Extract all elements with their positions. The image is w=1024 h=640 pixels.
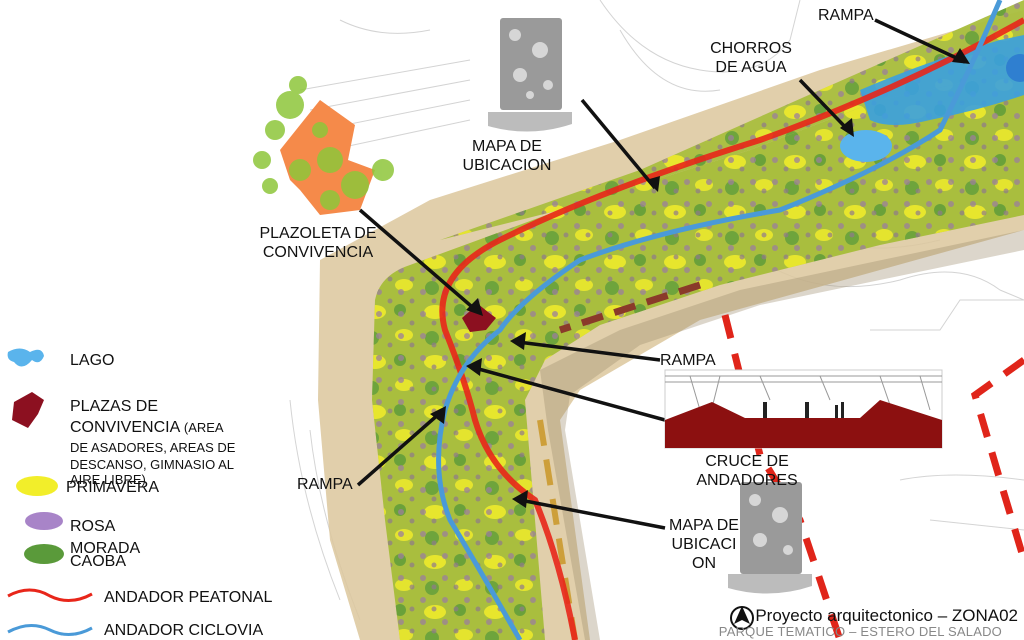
legend-lago: LAGO <box>70 352 115 369</box>
rampa-label-mid: RAMPA <box>660 352 716 369</box>
legend-plazas-area: (AREA <box>180 420 224 435</box>
rampa-label-top: RAMPA <box>818 7 874 24</box>
chorros-line-2: DE AGUA <box>715 59 787 76</box>
legend-andador-ciclovia: ANDADOR CICLOVIA <box>104 622 264 639</box>
plazoleta-label: PLAZOLETA DE CONVIVENCIA <box>250 224 386 262</box>
bike-path <box>436 0 1003 640</box>
north-arrow-icon <box>730 606 754 630</box>
primavera-swatch <box>16 476 58 496</box>
peatonal-swatch <box>7 588 93 602</box>
legend-plazas-line4: DESCANSO, GIMNASIO AL <box>70 457 234 472</box>
legend-plazas-title: PLAZAS DE <box>70 398 159 415</box>
section-diagram <box>664 369 943 449</box>
legend-andador-peatonal: ANDADOR PEATONAL <box>104 589 273 606</box>
sculpture-icon <box>488 18 572 132</box>
mapa-bottom-line-1: MAPA DE <box>669 517 739 534</box>
pedestrian-path <box>439 17 1024 640</box>
cruce-label: CRUCE DE ANDADORES <box>688 452 806 490</box>
mapa-bottom-line-3: ON <box>692 555 716 572</box>
plazoleta-line-1: PLAZOLETA DE <box>259 225 377 242</box>
chorros-line-1: CHORROS <box>710 40 792 57</box>
sculpture-icon <box>728 482 812 594</box>
legend-morada: MORADA <box>70 540 141 557</box>
legend-plazas-convivencia: CONVIVENCIA <box>70 419 181 436</box>
legend-plazas-line5: AIRE LIBRE) <box>70 472 146 487</box>
legend-rosa: ROSA <box>70 518 116 535</box>
mapa-bottom-line-2: UBICACI <box>671 536 737 553</box>
ciclovia-swatch <box>7 624 93 636</box>
caoba-swatch <box>24 544 64 564</box>
water-jets <box>840 130 892 162</box>
lago-swatch <box>7 348 45 367</box>
mapa-top-line-2: UBICACION <box>462 157 552 174</box>
cruce-line-1: CRUCE DE <box>705 453 789 470</box>
legend-primavera: PRIMAVERA <box>66 479 160 496</box>
rosa-swatch <box>25 512 63 530</box>
plazoleta-graphic <box>253 76 394 215</box>
plazoleta-line-2: CONVIVENCIA <box>262 244 374 261</box>
lake <box>860 35 1024 125</box>
project-title: Proyecto arquitectonico – ZONA02 <box>755 606 1018 625</box>
legend-caoba: CAOBA <box>70 553 127 570</box>
chorros-label: CHORROS DE AGUA <box>703 39 799 77</box>
legend-plazas-line3: DE ASADORES, AREAS DE <box>70 440 236 455</box>
project-subtitle: PARQUE TEMATICO – ESTERO DEL SALADO <box>718 624 1002 639</box>
plazas-swatch <box>12 392 44 428</box>
annotation-arrows <box>356 18 966 530</box>
rampa-label-left: RAMPA <box>297 476 353 493</box>
mapa-top-line-1: MAPA DE <box>472 138 542 155</box>
cruce-line-2: ANDADORES <box>696 472 798 489</box>
mapa-label-top: MAPA DE UBICACION <box>452 137 562 175</box>
legend-plazas-line2: CONVIVENCIA (AREA <box>70 419 224 437</box>
mapa-label-bottom: MAPA DE UBICACI ON <box>656 516 752 573</box>
legend-graphics <box>7 348 93 636</box>
